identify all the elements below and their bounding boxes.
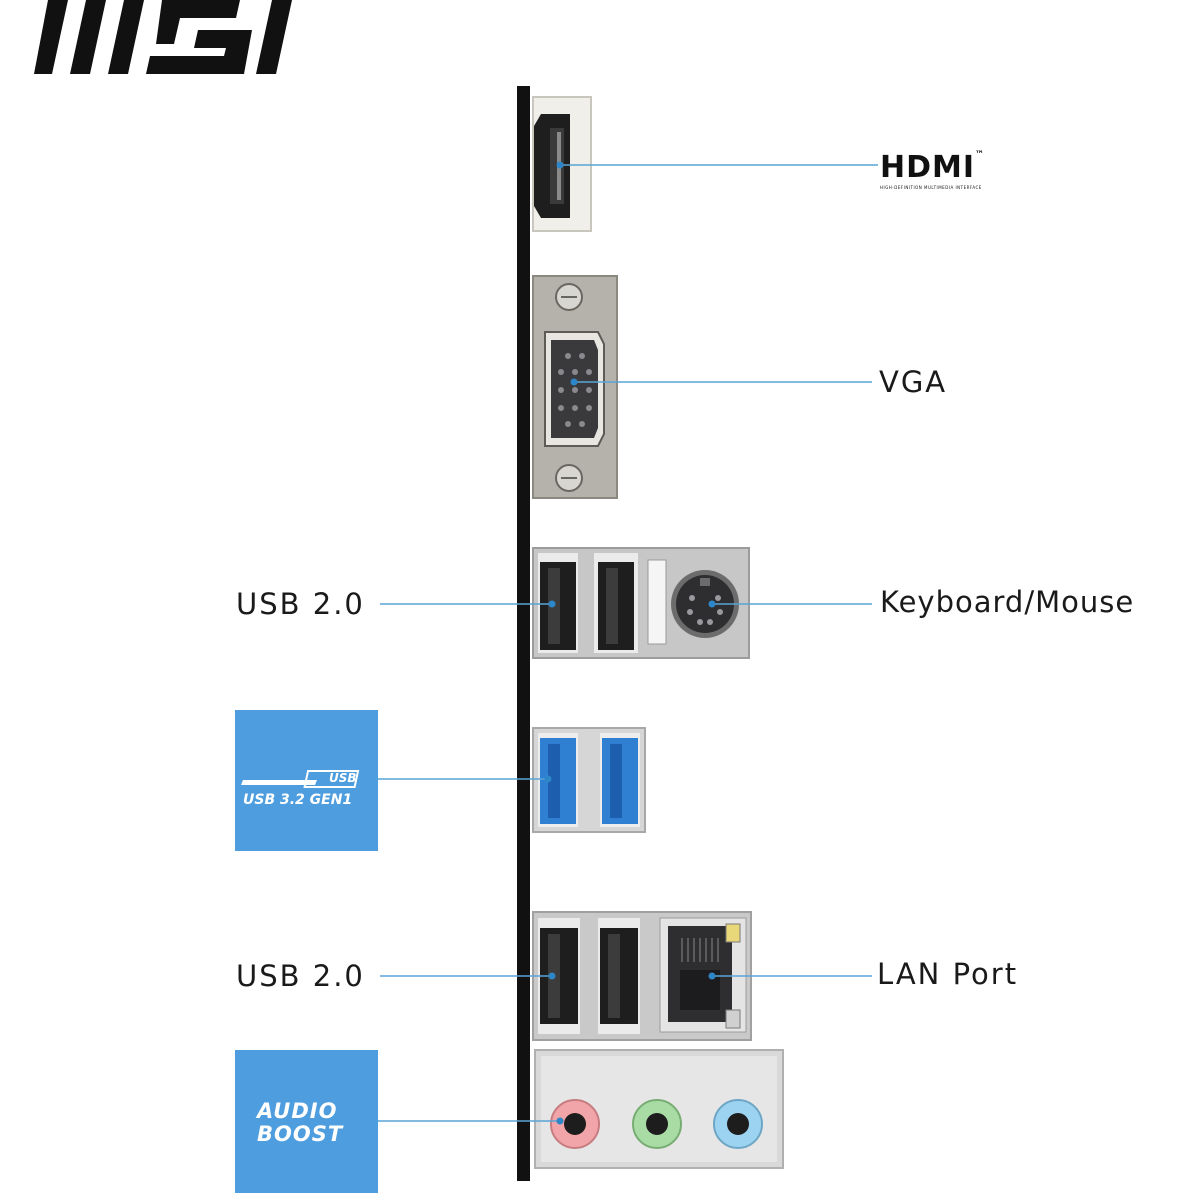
- usb2-bottom-label: USB 2.0: [236, 959, 365, 993]
- audio-block: [534, 1049, 784, 1169]
- usb32-badge-text: USB 3.2 GEN1: [243, 792, 353, 808]
- vga-label: VGA: [879, 365, 948, 399]
- usb2-ps2-block: [532, 547, 750, 659]
- audio-boost-line2: BOOST: [257, 1122, 344, 1146]
- vga-port: [532, 275, 618, 499]
- lan-label: LAN Port: [877, 957, 1019, 991]
- hdmi-label: HDMI™ HIGH-DEFINITION MULTIMEDIA INTERFA…: [880, 150, 984, 190]
- usb32-badge: USB USB 3.2 GEN1: [235, 710, 378, 851]
- audio-boost-badge: AUDIO BOOST: [235, 1050, 378, 1193]
- io-shield-bar: [517, 86, 530, 1181]
- usb2-top-label: USB 2.0: [236, 587, 365, 621]
- keyboard-mouse-label: Keyboard/Mouse: [880, 585, 1135, 619]
- hdmi-tm: ™: [975, 150, 985, 160]
- audio-boost-line1: AUDIO: [257, 1099, 338, 1123]
- msi-logo: [34, 0, 292, 74]
- hdmi-logo-text: HDMI: [880, 150, 976, 185]
- usb-logo-icon: [241, 770, 360, 788]
- usb-logo-text: USB: [329, 771, 357, 785]
- hdmi-subtitle: HIGH-DEFINITION MULTIMEDIA INTERFACE: [880, 185, 982, 190]
